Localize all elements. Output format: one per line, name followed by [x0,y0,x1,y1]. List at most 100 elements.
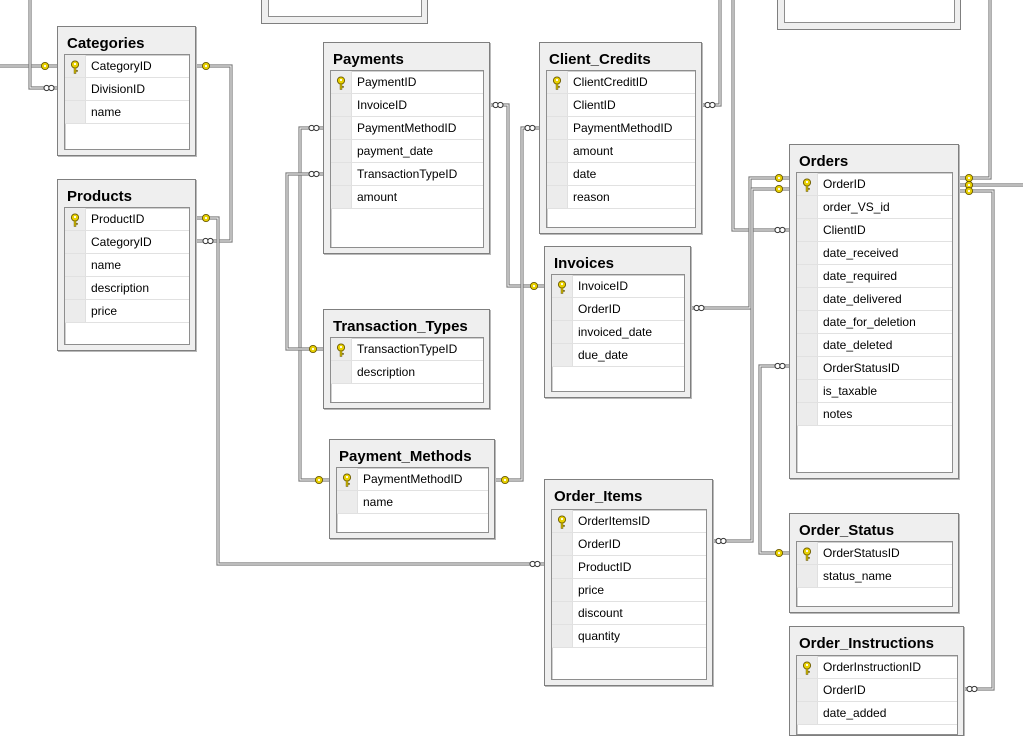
column-row[interactable]: InvoiceID [331,94,483,117]
column-row[interactable]: amount [547,140,695,163]
column-row[interactable]: OrderStatusID [797,357,952,380]
column-row[interactable]: OrderInstructionID [797,656,957,679]
column-row[interactable]: date_delivered [797,288,952,311]
column-row[interactable]: order_VS_id [797,196,952,219]
table-invoices[interactable]: Invoices InvoiceID OrderID invoiced_date… [544,246,691,398]
column-row[interactable]: reason [547,186,695,209]
column-name: OrderID [578,302,621,316]
column-name: OrderID [823,683,866,697]
table-order-status[interactable]: Order_Status OrderStatusID status_name [789,513,959,613]
primary-key-icon [341,472,353,487]
column-row[interactable]: ProductID [552,556,706,579]
key-end-icon [964,173,974,183]
column-row[interactable]: OrderID [552,533,706,556]
column-row[interactable]: name [65,254,189,277]
column-row[interactable]: OrderItemsID [552,510,706,533]
table-products[interactable]: Products ProductID CategoryID name descr… [57,179,196,351]
column-row[interactable]: OrderID [552,298,684,321]
column-row[interactable]: amount [331,186,483,209]
row-selector [552,321,573,343]
row-selector [547,186,568,208]
table-client-credits[interactable]: Client_Credits ClientCreditID ClientID P… [539,42,702,234]
column-row[interactable]: ProductID [65,208,189,231]
column-row[interactable]: is_taxable [797,380,952,403]
column-row[interactable]: name [337,491,488,514]
column-row[interactable]: OrderID [797,679,957,702]
row-selector [797,679,818,701]
column-row[interactable]: description [331,361,483,384]
row-selector [331,94,352,116]
column-row[interactable]: ClientID [547,94,695,117]
column-row[interactable]: PaymentMethodID [337,468,488,491]
key-end-icon [774,548,784,558]
column-row[interactable]: PaymentMethodID [547,117,695,140]
row-selector [547,94,568,116]
table-payment-methods[interactable]: Payment_Methods PaymentMethodID name [329,439,495,539]
table-categories[interactable]: Categories CategoryID DivisionID name [57,26,196,156]
column-row[interactable]: quantity [552,625,706,648]
column-row[interactable]: OrderID [797,173,952,196]
row-selector [552,579,573,601]
column-row[interactable]: CategoryID [65,231,189,254]
column-row[interactable]: invoiced_date [552,321,684,344]
column-row[interactable]: date_required [797,265,952,288]
table-transaction-types[interactable]: Transaction_Types TransactionTypeID desc… [323,309,490,409]
column-name: OrderInstructionID [823,660,922,674]
table-orders[interactable]: Orders OrderID order_VS_id ClientID date… [789,144,959,479]
column-row[interactable]: CategoryID [65,55,189,78]
column-row[interactable]: date_added [797,702,957,725]
column-name: CategoryID [91,59,152,73]
column-name: InvoiceID [578,279,629,293]
column-name: date_deleted [823,338,893,352]
column-row[interactable]: TransactionTypeID [331,338,483,361]
column-row[interactable]: price [552,579,706,602]
table-offscreen-top-left[interactable] [261,0,428,24]
column-row[interactable]: ClientCreditID [547,71,695,94]
column-grid: ProductID CategoryID name description pr… [64,207,190,345]
column-name: quantity [578,629,621,643]
column-row[interactable]: due_date [552,344,684,367]
column-row[interactable]: ClientID [797,219,952,242]
primary-key-icon [335,342,347,357]
row-selector [797,242,818,264]
column-row[interactable]: discount [552,602,706,625]
column-row[interactable]: date_received [797,242,952,265]
row-selector [797,565,818,587]
table-payments[interactable]: Payments PaymentID InvoiceID PaymentMeth… [323,42,490,254]
column-name: ClientCreditID [573,75,648,89]
key-end-icon [314,475,324,485]
column-row[interactable]: PaymentMethodID [331,117,483,140]
column-name: date_delivered [823,292,902,306]
column-name: date_for_deletion [823,315,916,329]
column-row[interactable]: PaymentID [331,71,483,94]
column-row[interactable]: date_for_deletion [797,311,952,334]
row-selector [331,117,352,139]
row-selector [797,357,818,379]
column-row[interactable]: date_deleted [797,334,952,357]
table-order-instructions[interactable]: Order_Instructions OrderInstructionID Or… [789,626,964,736]
column-row[interactable]: date [547,163,695,186]
row-selector [797,311,818,333]
column-name: reason [573,190,610,204]
row-selector [797,702,818,724]
column-row[interactable]: DivisionID [65,78,189,101]
column-row[interactable]: OrderStatusID [797,542,952,565]
column-grid: OrderStatusID status_name [796,541,953,607]
column-row[interactable]: InvoiceID [552,275,684,298]
column-row[interactable]: status_name [797,565,952,588]
key-end-icon [308,344,318,354]
column-row[interactable]: name [65,101,189,124]
column-row[interactable]: TransactionTypeID [331,163,483,186]
row-selector [331,163,352,185]
column-name: status_name [823,569,892,583]
column-row[interactable]: notes [797,403,952,426]
column-row[interactable]: payment_date [331,140,483,163]
table-order-items[interactable]: Order_Items OrderItemsID OrderID Product… [544,479,713,686]
table-offscreen-top-right[interactable] [777,0,961,30]
column-grid: CategoryID DivisionID name [64,54,190,150]
column-name: name [363,495,394,509]
column-row[interactable]: description [65,277,189,300]
column-row[interactable]: price [65,300,189,323]
table-title: Order_Instructions [799,635,935,652]
